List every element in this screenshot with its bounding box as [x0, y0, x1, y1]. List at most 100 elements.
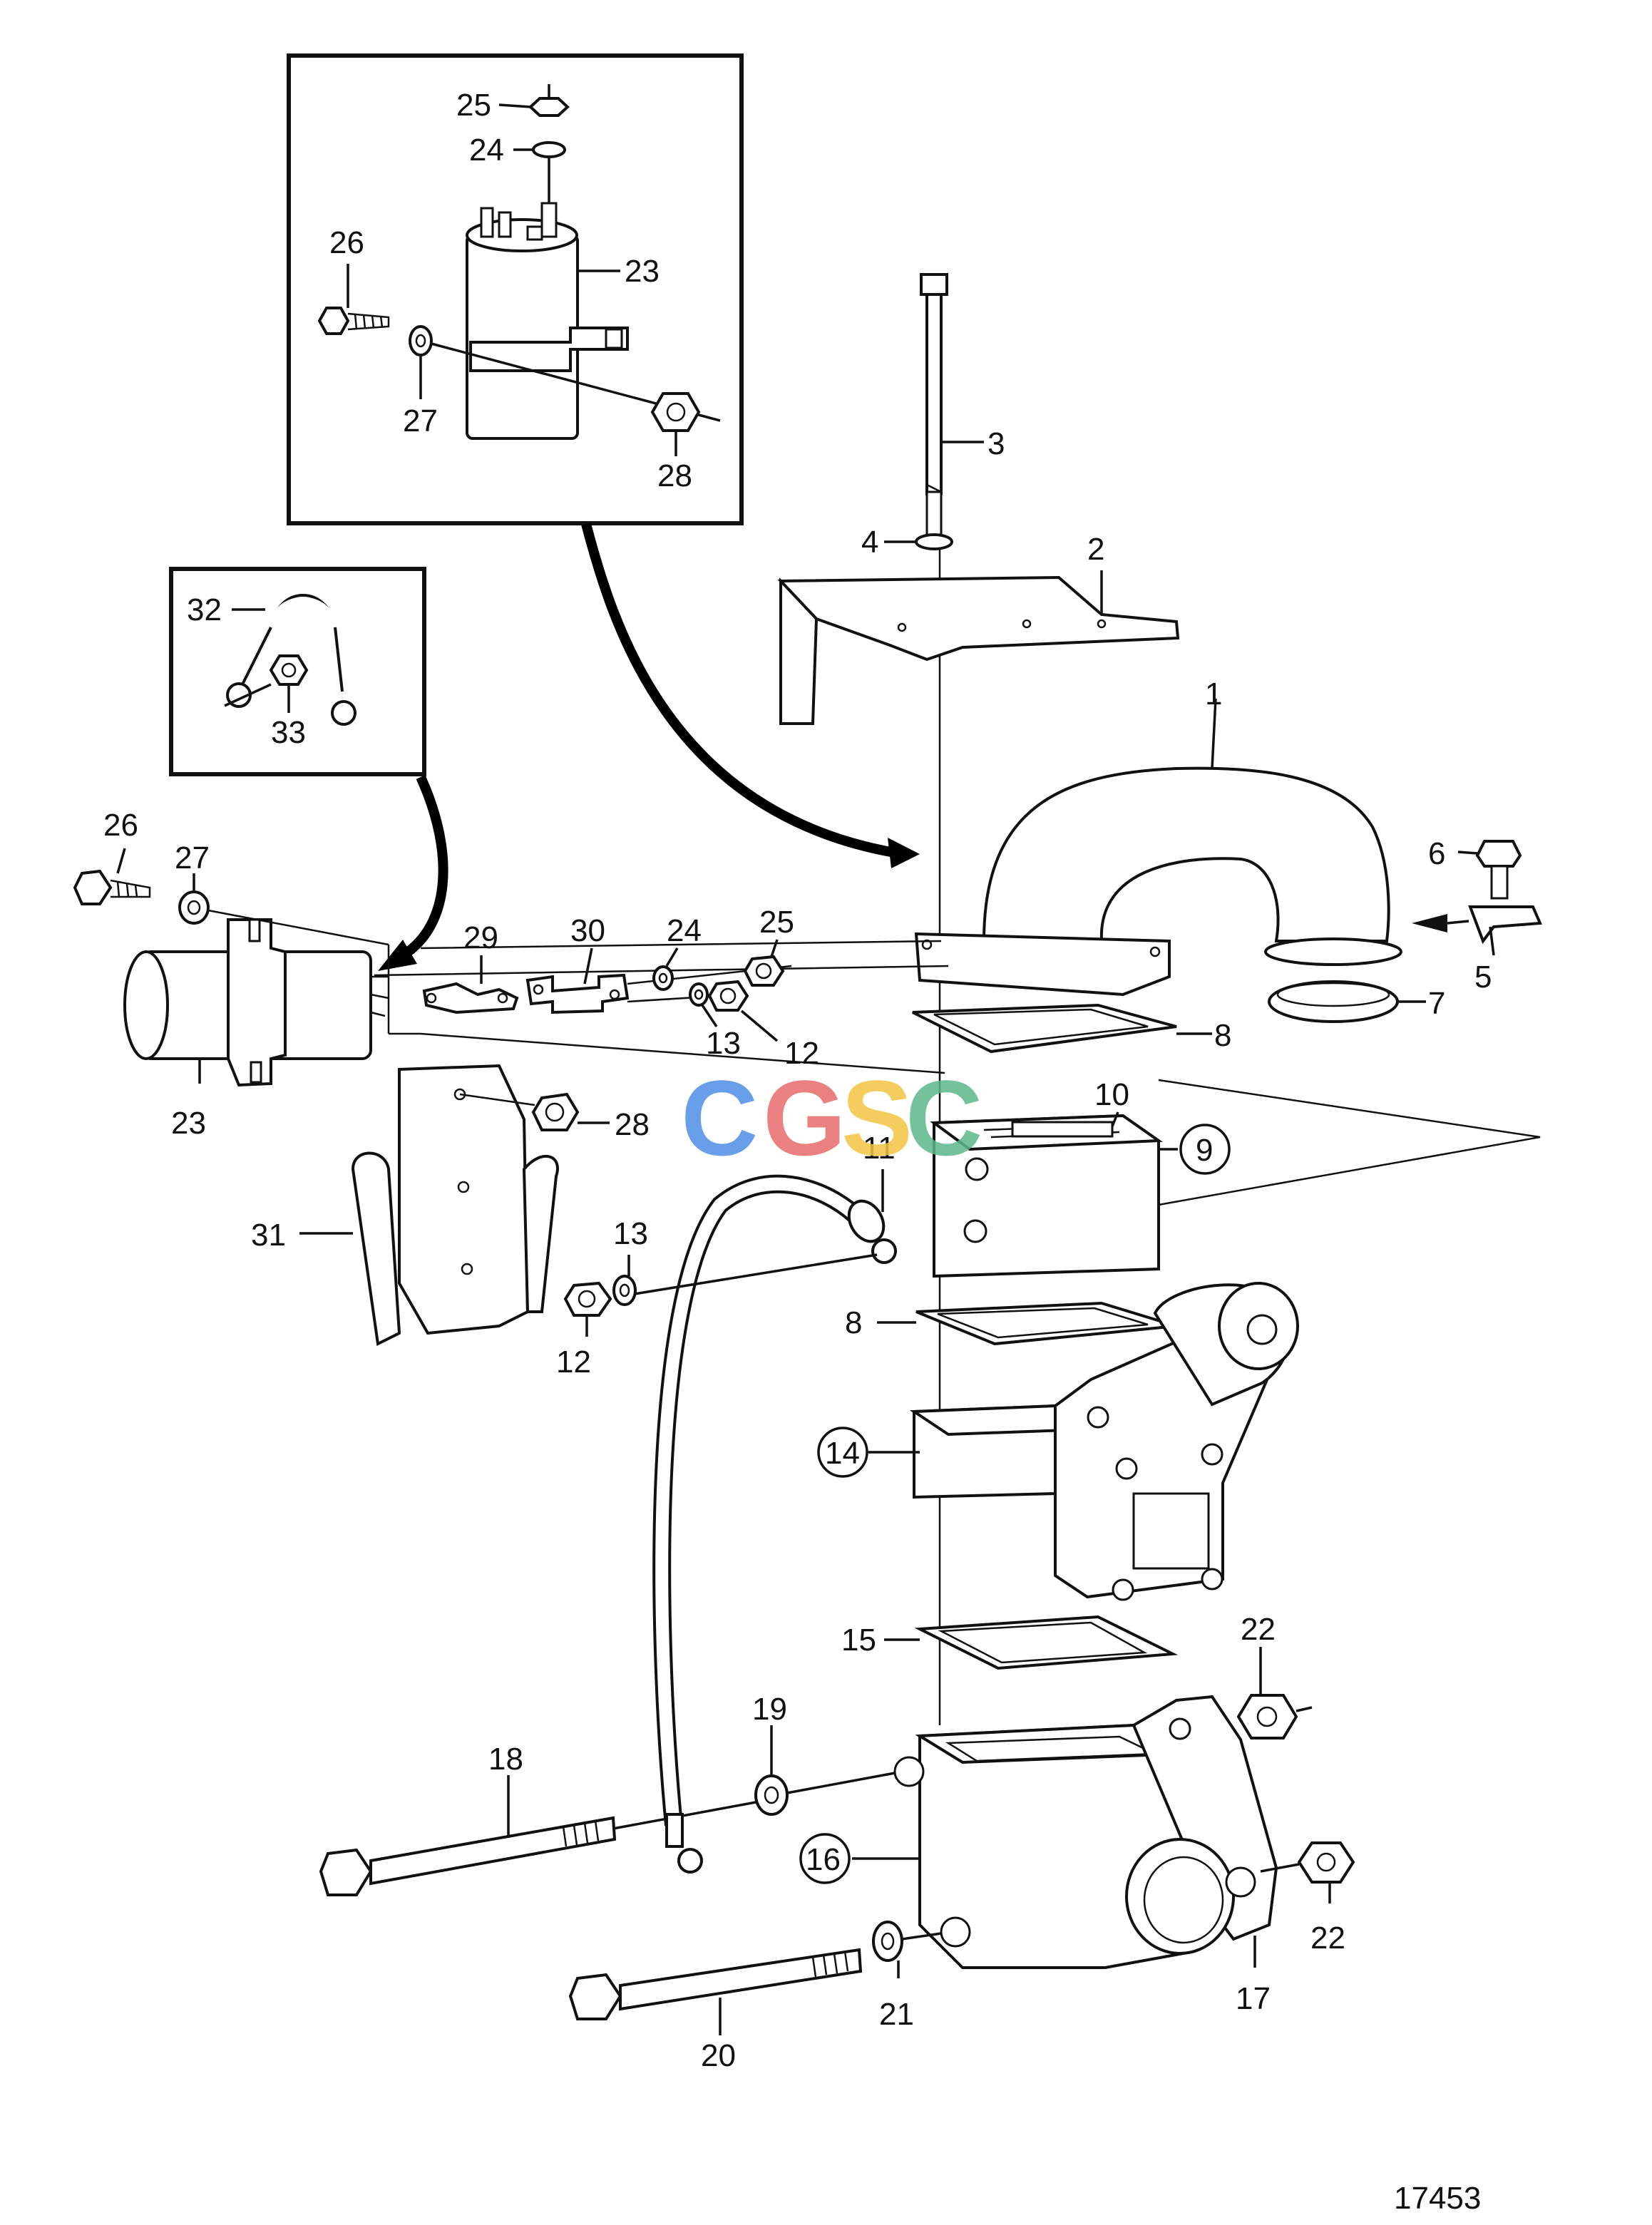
arrow-inset-to-manifold: [581, 523, 896, 858]
housing-bore: [1125, 1838, 1235, 1955]
callout-8-upper: 8: [1214, 1018, 1231, 1053]
callout-5: 5: [1474, 960, 1492, 995]
callout-22-upper: 22: [1241, 1612, 1276, 1647]
washer-13-mid: [612, 1275, 637, 1306]
bolt-3: 3: [920, 273, 1005, 536]
callout-26-top: 26: [329, 225, 364, 260]
nut-25: [743, 955, 785, 987]
mounting-bracket-31: 31: [251, 1064, 559, 1347]
washer-24-top: [532, 141, 566, 158]
callout-7: 7: [1428, 986, 1445, 1021]
terminal-post: [480, 207, 494, 238]
link-29: 29: [422, 920, 519, 1014]
callout-19: 19: [752, 1692, 787, 1727]
cable-eye-top: [871, 1238, 897, 1264]
callout-23-top: 23: [625, 254, 660, 289]
watermark-letter: G: [763, 1058, 846, 1178]
bracket-2: 2: [777, 532, 1180, 725]
callout-26-main: 26: [103, 808, 138, 843]
cable-eye-right: [331, 700, 356, 726]
callout-33: 33: [271, 715, 306, 750]
nut-22-upper: [1236, 1694, 1298, 1740]
pipe-outlet-ring: [1264, 937, 1402, 966]
callout-23-main: 23: [171, 1106, 206, 1141]
nut-22-lower: [1297, 1841, 1355, 1884]
callout-28-bracket: 28: [615, 1107, 650, 1142]
callout-24-main: 24: [667, 913, 702, 948]
watermark-letter: S: [841, 1058, 913, 1178]
bolt-6: 6: [1428, 836, 1522, 900]
solenoid-23-top: [466, 234, 579, 440]
callout-31: 31: [251, 1218, 286, 1253]
clip-5: 5: [1412, 905, 1542, 995]
inset-frame-left: [169, 567, 426, 776]
inset-frame-top: [287, 53, 744, 525]
actuator-housing-14: 14: [817, 1282, 1299, 1601]
callout-18: 18: [488, 1742, 523, 1777]
washer-24: [652, 965, 674, 991]
callout-3: 3: [987, 426, 1005, 461]
callout-9: 9: [1196, 1133, 1213, 1168]
terminal-post: [498, 211, 512, 238]
nut-33: [269, 654, 309, 686]
bolt-26-top: [317, 307, 350, 335]
solenoid-23: 23: [123, 918, 389, 1141]
link-30: 30: [525, 913, 630, 1014]
callout-25-top: 25: [456, 88, 491, 123]
nut-12-mid: [563, 1281, 612, 1317]
callout-4: 4: [861, 525, 878, 560]
ground-cable-11: 11: [652, 1131, 897, 1874]
cable-eye-bottom: [677, 1848, 703, 1874]
callout-1: 1: [1205, 677, 1222, 711]
callout-17: 17: [1236, 1981, 1271, 2016]
callout-27-top: 27: [403, 404, 438, 438]
inset-solenoid-detail: 25 24 23 26 27 28: [287, 53, 744, 525]
callout-22-lower: 22: [1310, 1921, 1345, 1956]
callout-27-main: 27: [175, 841, 210, 875]
callout-30: 30: [570, 913, 605, 948]
bolt-20: 20: [568, 1948, 863, 2073]
bolt-18: 18: [319, 1742, 617, 1896]
washer-27-top: [409, 325, 433, 356]
washer-21: [872, 1921, 903, 1962]
callout-10: 10: [1094, 1077, 1129, 1112]
callout-25-main: 25: [759, 905, 794, 940]
callout-14: 14: [825, 1436, 860, 1471]
callout-2: 2: [1087, 532, 1104, 567]
callout-12-mid: 12: [556, 1345, 591, 1379]
callout-24-top: 24: [469, 133, 504, 168]
elbow-pipe-1: 1: [914, 677, 1402, 997]
nut-28-top: [650, 392, 701, 432]
drawing-number: 17453: [1394, 2181, 1481, 2216]
callout-11: 11: [863, 1131, 896, 1166]
inset-cable-detail: 32 33: [169, 567, 426, 776]
gasket-8-upper: [912, 1003, 1177, 1054]
callout-13-mid: 13: [613, 1216, 648, 1251]
washer-13-upper: [689, 982, 709, 1007]
watermark: C G S C: [681, 1058, 983, 1178]
solenoid-bracket: [469, 327, 629, 372]
bolt-26: 26: [73, 808, 151, 905]
washer-19: [754, 1774, 789, 1816]
nut-28-bracket: [531, 1092, 580, 1131]
arrow-inset-to-solenoid: [400, 775, 448, 960]
callout-circle-14: [817, 1427, 868, 1478]
callout-13-upper: 13: [706, 1026, 741, 1061]
callout-16: 16: [806, 1842, 841, 1877]
callout-20: 20: [701, 2038, 736, 2073]
nut-25-top: [528, 97, 570, 117]
callout-12-upper: 12: [784, 1036, 819, 1071]
watermark-letter: C: [905, 1058, 983, 1178]
washer-27: [178, 890, 210, 925]
terminal-post: [540, 202, 558, 238]
nut-12-upper: [707, 980, 749, 1012]
callout-6: 6: [1428, 836, 1445, 871]
callout-circle-9: [1179, 1124, 1231, 1175]
callout-circle-16: [799, 1833, 851, 1884]
throttle-housing-16: 16 17: [799, 1695, 1278, 2016]
washer-4: [915, 533, 953, 550]
callout-21: 21: [879, 1997, 914, 2032]
watermark-letter: C: [681, 1058, 758, 1178]
callout-32: 32: [187, 592, 222, 627]
